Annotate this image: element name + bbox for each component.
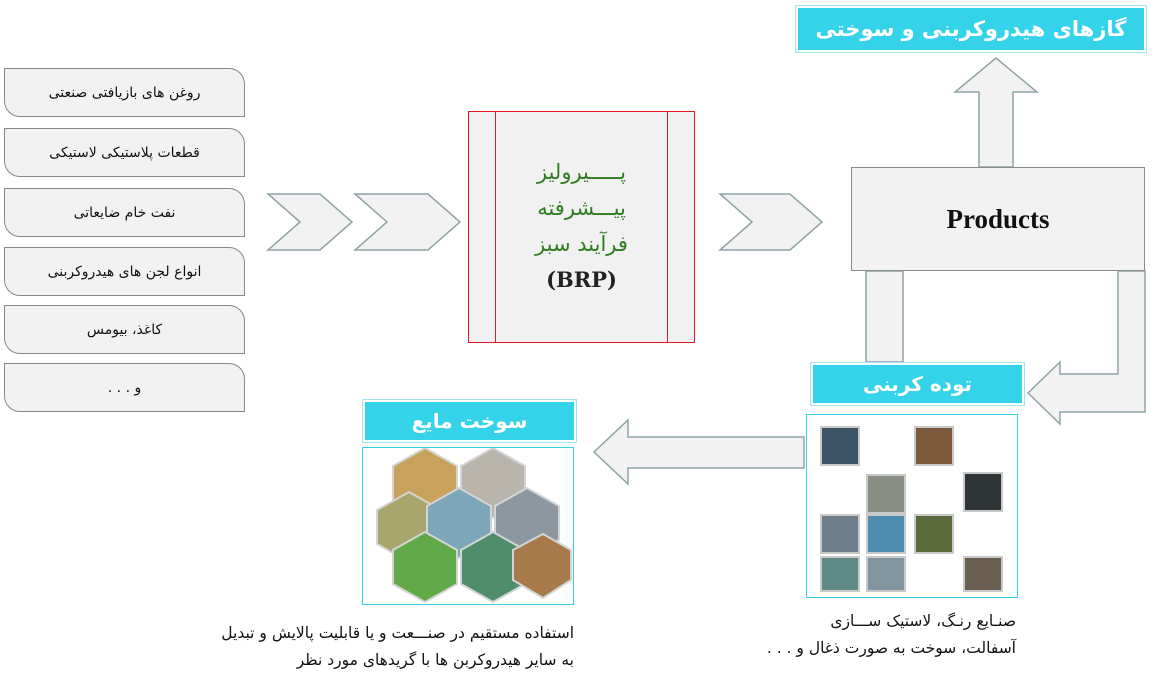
input-feedstock-label: روغن های بازیافتی صنعتی — [48, 84, 201, 101]
process-line: فرآیند سبز — [535, 232, 628, 256]
chevron-arrow-2 — [353, 193, 462, 251]
liquid-fuel-photo-collage-image — [363, 446, 573, 604]
carbon-photo-collage — [806, 414, 1018, 598]
process-right-divider — [667, 112, 668, 342]
input-feedstock-box: و . . . — [4, 363, 245, 412]
left-arrow-to-liquid-fuel — [592, 418, 805, 486]
input-feedstock-box: کاغذ، بیومس — [4, 305, 245, 354]
products-stem-block — [865, 270, 904, 363]
input-feedstock-box: نفت خام ضایعاتی — [4, 188, 245, 237]
chevron-arrow-3 — [718, 193, 824, 251]
input-feedstock-label: نفت خام ضایعاتی — [73, 204, 176, 221]
carbon-caption-line: آسفالت، سوخت به صورت ذغال و . . . — [766, 639, 1016, 657]
liquid-fuel-caption-line: استفاده مستقیم در صنـــعت و یا قابلیت پا… — [221, 624, 574, 642]
gases-output-label: گازهای هیدروکربنی و سوختی — [795, 5, 1147, 53]
input-feedstock-label: کاغذ، بیومس — [86, 321, 163, 338]
input-feedstock-label: انواع لجن های هیدروکربنی — [47, 263, 202, 280]
carbon-output-title: توده کربنی — [862, 372, 973, 396]
gases-output-title: گازهای هیدروکربنی و سوختی — [815, 17, 1127, 41]
process-line: پـــــیرولیز — [537, 160, 626, 184]
products-label: Products — [946, 203, 1050, 234]
carbon-caption-line: صنـایع رنـگ، لاستیک ســـازی — [830, 612, 1016, 630]
input-feedstock-box: روغن های بازیافتی صنعتی — [4, 68, 245, 117]
process-acronym: (BRP) — [546, 267, 617, 292]
liquid-fuel-output-title: سوخت مایع — [411, 409, 528, 433]
carbon-caption: صنـایع رنـگ، لاستیک ســـازی آسفالت، سوخت… — [700, 608, 1016, 662]
liquid-fuel-caption: استفاده مستقیم در صنـــعت و یا قابلیت پا… — [150, 620, 574, 674]
input-feedstock-label: و . . . — [107, 379, 142, 396]
liquid-fuel-output-label: سوخت مایع — [362, 399, 577, 443]
carbon-photo-collage-image — [820, 426, 1003, 592]
products-box: Products — [851, 167, 1145, 271]
carbon-output-label: توده کربنی — [810, 362, 1025, 406]
input-feedstock-box: انواع لجن های هیدروکربنی — [4, 247, 245, 296]
process-left-divider — [495, 112, 496, 342]
up-arrow-to-gases — [952, 57, 1040, 168]
liquid-fuel-caption-line: به سایر هیدروکربن ها با گریدهای مورد نظر — [296, 651, 574, 669]
process-text: پـــــیرولیز پیـــشرفته فرآیند سبز (BRP) — [495, 154, 668, 298]
process-line: پیـــشرفته — [537, 196, 626, 220]
liquid-fuel-photo-collage — [362, 446, 574, 605]
chevron-arrow-1 — [266, 193, 354, 251]
down-loop-arrow-to-carbon — [1026, 270, 1146, 426]
brp-process-box: پـــــیرولیز پیـــشرفته فرآیند سبز (BRP) — [468, 111, 695, 343]
input-feedstock-box: قطعات پلاستیکی لاستیکی — [4, 128, 245, 177]
input-feedstock-label: قطعات پلاستیکی لاستیکی — [49, 144, 200, 161]
